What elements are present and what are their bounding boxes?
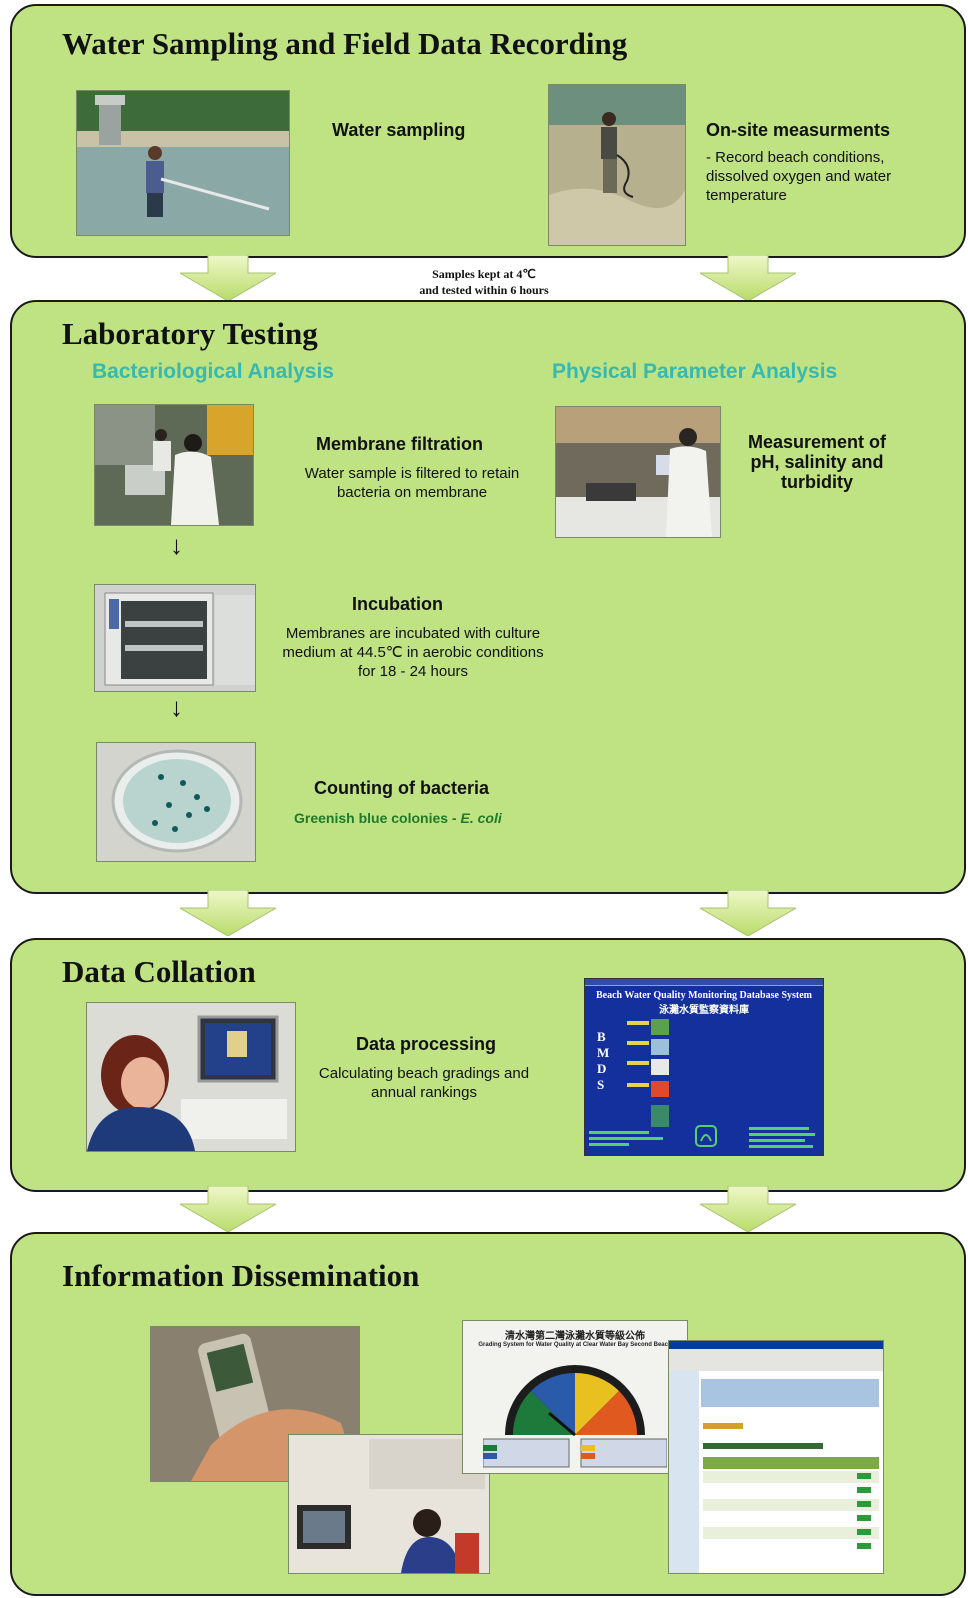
bmds-title-en: Beach Water Quality Monitoring Database …: [595, 990, 812, 1001]
counting-desc: Greenish blue colonies - E. coli: [294, 810, 502, 826]
onsite-title: On-site measurments: [706, 120, 891, 140]
incubation-photo: [94, 584, 256, 692]
panel-information-dissemination: Information Dissemination 清水灣第二灣泳灘水質等級公佈…: [10, 1232, 966, 1596]
transfer-note: Samples kept at 4℃ and tested within 6 h…: [380, 266, 588, 298]
incubation-desc: Membranes are incubated with culture med…: [282, 625, 544, 680]
bacteriological-header: Bacteriological Analysis: [92, 360, 334, 383]
incubation-title: Incubation: [352, 594, 443, 614]
onsite-measurement-photo: [548, 84, 686, 246]
hotline-photo: [288, 1434, 490, 1574]
membrane-filtration-photo: [94, 404, 254, 526]
flow-arrow-left-3: [180, 1186, 276, 1232]
flow-arrow-left-1: [180, 255, 276, 301]
physical-header: Physical Parameter Analysis: [552, 360, 838, 383]
board-title-zh: 清水灣第二灣泳灘水質等級公佈: [505, 1331, 645, 1342]
bmds-screenshot: Beach Water Quality Monitoring Database …: [584, 978, 824, 1156]
website-screenshot: [668, 1340, 884, 1574]
transfer-note-line2: and tested within 6 hours: [419, 283, 549, 297]
panel-water-sampling: Water Sampling and Field Data Recording …: [10, 4, 966, 258]
mobile-phone-photo: [150, 1326, 360, 1482]
water-sampling-photo: [76, 90, 290, 236]
panel-title: Water Sampling and Field Data Recording: [62, 26, 628, 61]
step-arrow-1: ↓: [170, 530, 183, 560]
data-processing-photo: [86, 1002, 296, 1152]
petri-dish-photo: [96, 742, 256, 862]
processing-title: Data processing: [356, 1034, 497, 1054]
processing-desc: Calculating beach gradings and annual ra…: [318, 1065, 530, 1101]
counting-desc-organism: E. coli: [460, 810, 502, 826]
counting-desc-prefix: Greenish blue colonies -: [294, 810, 461, 826]
panel-title: Data Collation: [62, 954, 256, 989]
grading-board-photo: 清水灣第二灣泳灘水質等級公佈 Grading System for Water …: [462, 1320, 688, 1474]
physical-analysis-photo: [555, 406, 721, 538]
water-sampling-label: Water sampling: [332, 120, 466, 140]
onsite-desc: - Record beach conditions, dissolved oxy…: [706, 149, 892, 204]
board-title-en: Grading System for Water Quality at Clea…: [478, 1342, 672, 1348]
bmds-title-zh: 泳灘水質監察資料庫: [659, 1005, 749, 1016]
physical-title: Measurement of pH, salinity and turbidit…: [747, 432, 887, 492]
membrane-title: Membrane filtration: [316, 434, 484, 454]
panel-laboratory-testing: Laboratory Testing Bacteriological Analy…: [10, 300, 966, 894]
flow-arrow-left-2: [180, 890, 276, 936]
panel-title: Information Dissemination: [62, 1258, 420, 1293]
step-arrow-2: ↓: [170, 692, 183, 722]
flow-arrow-right-2: [700, 890, 796, 936]
transfer-note-line1: Samples kept at 4℃: [432, 267, 536, 281]
counting-title: Counting of bacteria: [314, 778, 489, 798]
bmds-letters: B M D S: [597, 1029, 610, 1092]
flow-arrow-right-3: [700, 1186, 796, 1232]
panel-data-collation: Data Collation Data processing Calculati…: [10, 938, 966, 1192]
flow-arrow-right-1: [700, 255, 796, 301]
membrane-desc: Water sample is filtered to retain bacte…: [304, 465, 520, 501]
panel-title: Laboratory Testing: [62, 316, 318, 351]
